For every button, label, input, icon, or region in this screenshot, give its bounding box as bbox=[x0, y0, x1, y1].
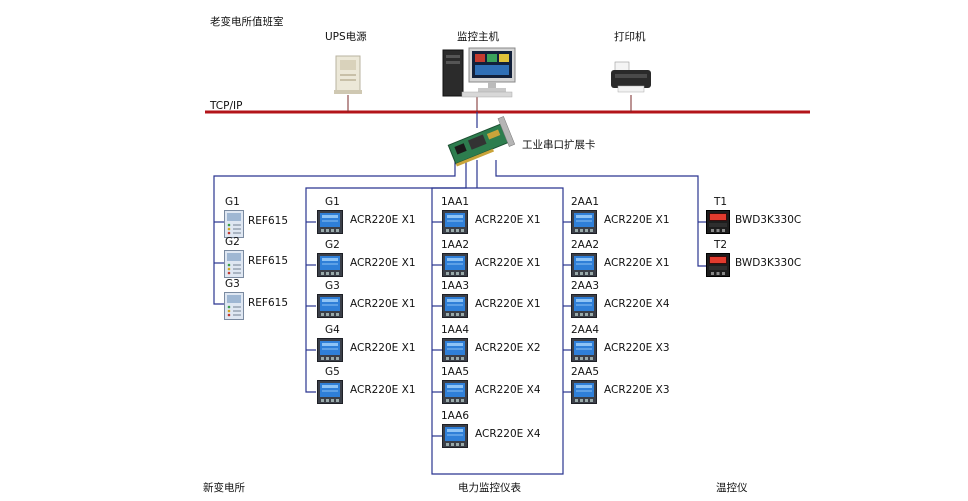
meter-1aa-model: ACR220E X4 bbox=[475, 384, 541, 396]
meter-icon bbox=[317, 294, 343, 318]
meter-1aa-tag: 1AA4 bbox=[441, 324, 470, 336]
relay-tag: G3 bbox=[225, 278, 240, 290]
temp-controller-icon bbox=[706, 210, 730, 234]
meter-g-tag: G4 bbox=[325, 324, 340, 336]
meter-1aa-model: ACR220E X1 bbox=[475, 298, 541, 310]
host-label: 监控主机 bbox=[457, 31, 499, 43]
link-g-meters bbox=[305, 160, 467, 393]
meter-icon bbox=[442, 338, 468, 362]
relay-tag: G1 bbox=[225, 196, 240, 208]
caption-temp: 温控仪 bbox=[716, 482, 748, 494]
meter-g-model: ACR220E X1 bbox=[350, 214, 416, 226]
meter-1aa-model: ACR220E X1 bbox=[475, 214, 541, 226]
meter-2aa-model: ACR220E X4 bbox=[604, 298, 670, 310]
meter-1aa-model: ACR220E X2 bbox=[475, 342, 541, 354]
meter-2aa-tag: 2AA4 bbox=[571, 324, 600, 336]
temp-controller-icon bbox=[706, 253, 730, 277]
meter-icon bbox=[442, 210, 468, 234]
meter-icon bbox=[442, 294, 468, 318]
meter-2aa-model: ACR220E X3 bbox=[604, 384, 670, 396]
rs485-links bbox=[213, 160, 706, 475]
meter-1aa-model: ACR220E X1 bbox=[475, 257, 541, 269]
meter-2aa-model: ACR220E X1 bbox=[604, 257, 670, 269]
meter-icon bbox=[317, 338, 343, 362]
link-temp bbox=[495, 160, 706, 267]
meter-2aa-tag: 2AA3 bbox=[571, 280, 600, 292]
meter-g-tag: G5 bbox=[325, 366, 340, 378]
link-aa-loop bbox=[431, 160, 564, 475]
meter-1aa-tag: 1AA2 bbox=[441, 239, 470, 251]
meter-1aa-tag: 1AA6 bbox=[441, 410, 470, 422]
meter-icon bbox=[442, 380, 468, 404]
ups-icon bbox=[334, 55, 362, 94]
temp-model: BWD3K330C bbox=[735, 214, 802, 226]
meter-1aa-tag: 1AA3 bbox=[441, 280, 470, 292]
meter-2aa-model: ACR220E X3 bbox=[604, 342, 670, 354]
temp-model: BWD3K330C bbox=[735, 257, 802, 269]
meter-icon bbox=[571, 294, 597, 318]
meter-2aa-model: ACR220E X1 bbox=[604, 214, 670, 226]
meter-g-tag: G1 bbox=[325, 196, 340, 208]
temp-tag: T2 bbox=[714, 239, 728, 251]
serial-card-label: 工业串口扩展卡 bbox=[522, 139, 596, 151]
meter-2aa-tag: 2AA5 bbox=[571, 366, 600, 378]
meter-icon bbox=[571, 253, 597, 277]
meter-1aa-tag: 1AA1 bbox=[441, 196, 470, 208]
meter-icon bbox=[571, 380, 597, 404]
meter-icon bbox=[442, 253, 468, 277]
meter-icon bbox=[442, 424, 468, 448]
relay-model: REF615 bbox=[248, 215, 289, 227]
meter-g-tag: G3 bbox=[325, 280, 340, 292]
meter-icon bbox=[317, 380, 343, 404]
meter-icon bbox=[317, 253, 343, 277]
meter-1aa-model: ACR220E X4 bbox=[475, 428, 541, 440]
serial-card-icon bbox=[447, 116, 516, 167]
caption-substation: 新变电所 bbox=[203, 482, 245, 494]
relay-icon bbox=[224, 250, 244, 278]
relay-icon bbox=[224, 292, 244, 320]
meter-g-model: ACR220E X1 bbox=[350, 298, 416, 310]
meter-2aa-tag: 2AA1 bbox=[571, 196, 600, 208]
printer-icon bbox=[611, 61, 651, 93]
link-relays bbox=[213, 160, 456, 305]
temp-tag: T1 bbox=[714, 196, 728, 208]
caption-meters: 电力监控仪表 bbox=[458, 482, 521, 494]
room-title: 老变电所值班室 bbox=[210, 16, 284, 28]
relay-model: REF615 bbox=[248, 297, 289, 309]
meter-g-model: ACR220E X1 bbox=[350, 384, 416, 396]
meter-icon bbox=[571, 210, 597, 234]
meter-icon bbox=[571, 338, 597, 362]
ups-label: UPS电源 bbox=[325, 31, 367, 43]
meter-2aa-tag: 2AA2 bbox=[571, 239, 600, 251]
relay-tag: G2 bbox=[225, 236, 240, 248]
meter-g-tag: G2 bbox=[325, 239, 340, 251]
meter-g-model: ACR220E X1 bbox=[350, 257, 416, 269]
relay-model: REF615 bbox=[248, 255, 289, 267]
meter-icon bbox=[317, 210, 343, 234]
relay-icon bbox=[224, 210, 244, 238]
meter-1aa-tag: 1AA5 bbox=[441, 366, 470, 378]
printer-label: 打印机 bbox=[614, 31, 646, 43]
tcp-ip-label: TCP/IP bbox=[210, 100, 243, 112]
meter-g-model: ACR220E X1 bbox=[350, 342, 416, 354]
monitoring-host-icon bbox=[442, 47, 516, 98]
